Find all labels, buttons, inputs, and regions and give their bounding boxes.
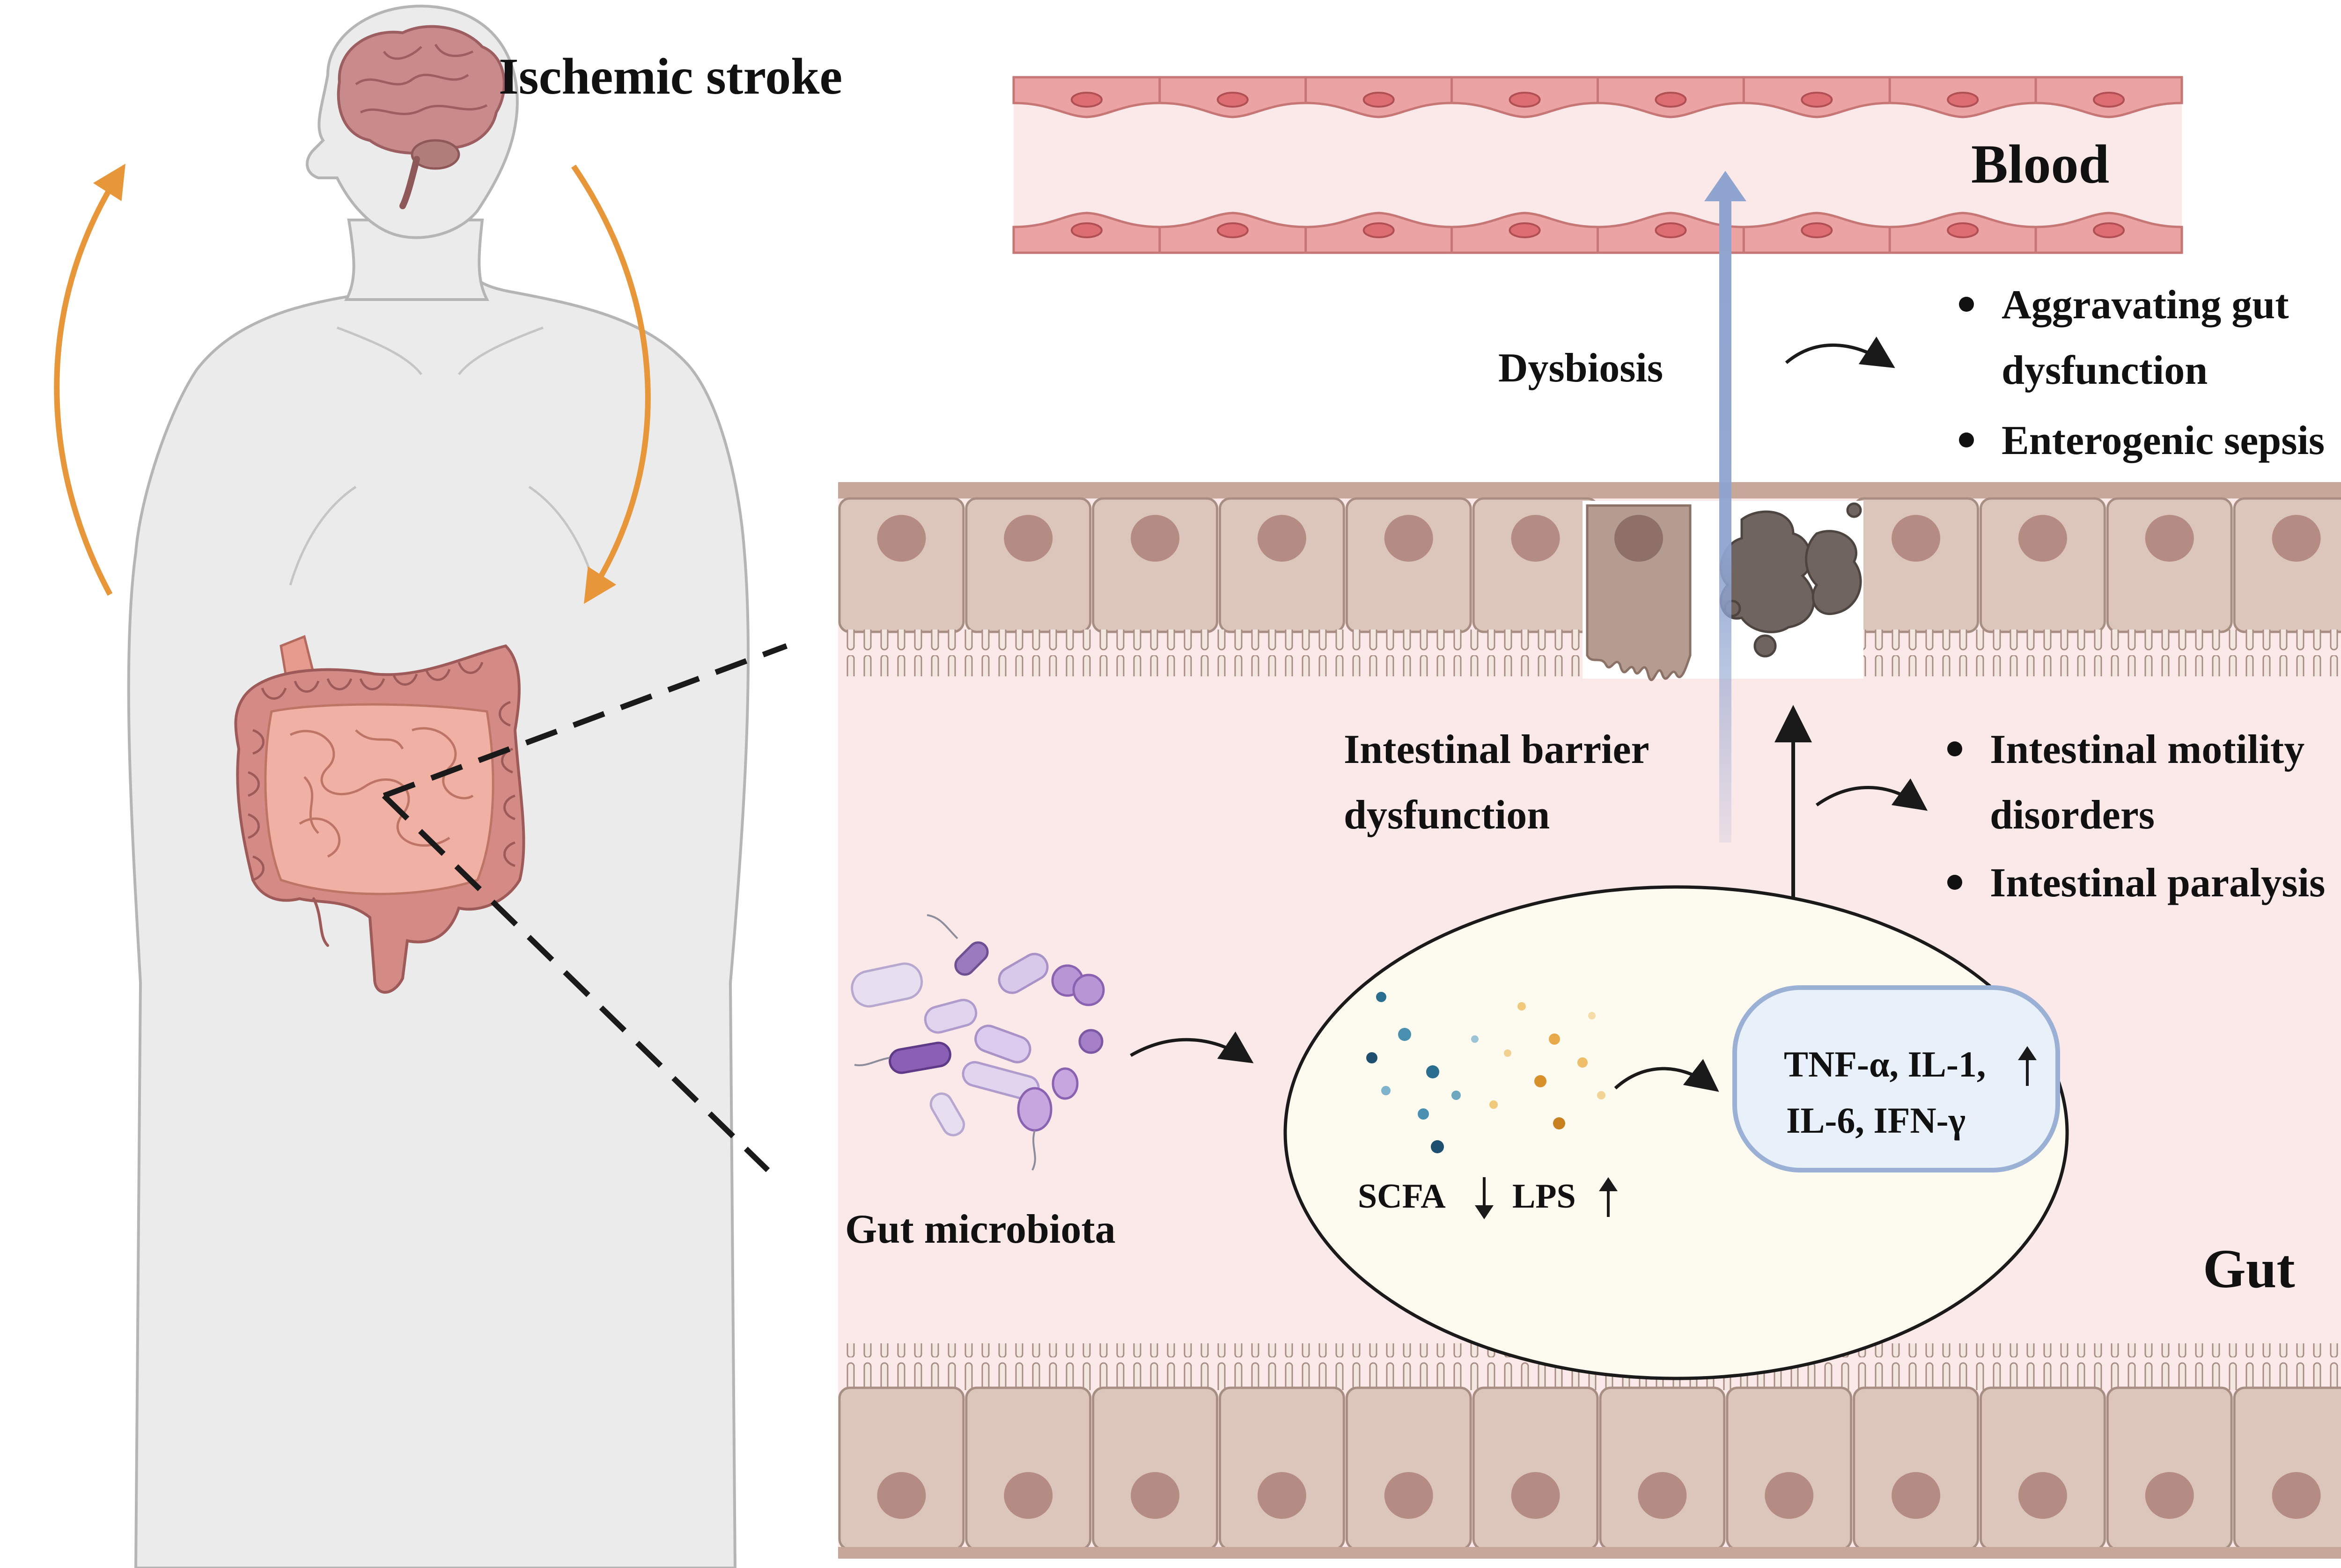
endothelial-nucleus xyxy=(2093,92,2125,108)
epithelial-cell-icon xyxy=(965,1386,1092,1551)
endothelial-nucleus xyxy=(1070,222,1103,238)
epithelial-nucleus xyxy=(1257,515,1306,562)
epithelial-nucleus xyxy=(1257,1472,1306,1519)
bidirectional-cycle-arrows xyxy=(54,163,651,604)
epithelial-cell-icon xyxy=(1472,1386,1599,1551)
metabolite-cytokine-arrow xyxy=(1614,1059,1719,1092)
outcome-aggravating-line2: dysfunction xyxy=(2002,348,2208,393)
dysbiosis-arrow xyxy=(1785,337,1895,368)
zoom-lines xyxy=(382,643,788,1172)
epithelial-nucleus xyxy=(1384,515,1433,562)
epithelial-cell-icon xyxy=(2233,1386,2341,1551)
endothelial-nucleus xyxy=(1801,92,1833,108)
barrier-label-line1: Intestinal barrier xyxy=(1344,727,1649,772)
epithelial-nucleus xyxy=(877,515,926,562)
epithelial-nucleus xyxy=(1004,515,1053,562)
endothelial-nucleus xyxy=(1655,92,1687,108)
epithelial-nucleus xyxy=(1638,1472,1687,1519)
epithelial-nucleus xyxy=(1131,515,1180,562)
epithelial-cell-icon xyxy=(1853,1386,1980,1551)
damaged-epithelial-cell xyxy=(1586,504,1692,681)
epithelial-nucleus xyxy=(1131,1472,1180,1519)
bacteria-icon xyxy=(851,914,1105,1171)
endothelial-nucleus xyxy=(1947,222,1979,238)
blood-label: Blood xyxy=(1971,133,2109,195)
gut-microbiota-label: Gut microbiota xyxy=(845,1207,1116,1252)
endothelial-nucleus xyxy=(2093,222,2125,238)
microbiota-arrow xyxy=(1130,1031,1254,1063)
epithelial-cell-icon xyxy=(1092,1386,1219,1551)
scfa-decrease-arrow xyxy=(1475,1177,1494,1219)
brain-icon xyxy=(337,25,506,209)
epithelial-nucleus xyxy=(1511,1472,1560,1519)
epithelial-nucleus xyxy=(1892,515,1941,562)
endothelial-nucleus xyxy=(1070,92,1103,108)
epithelial-nucleus xyxy=(2145,515,2194,562)
epithelial-nucleus xyxy=(1004,1472,1053,1519)
endothelial-nucleus xyxy=(1216,92,1249,108)
endothelial-nucleus xyxy=(1947,92,1979,108)
metabolite-dots xyxy=(1366,992,1605,1153)
epithelial-nucleus xyxy=(1892,1472,1941,1519)
cytokines-line2: IL-6, IFN-γ xyxy=(1786,1100,1966,1141)
stroke-title: Ischemic stroke xyxy=(499,48,842,105)
dysbiosis-outcomes: Aggravating gut dysfunction Enterogenic … xyxy=(1959,282,2325,463)
lps-increase-arrow xyxy=(1599,1177,1618,1217)
epithelial-nucleus xyxy=(2018,1472,2067,1519)
endothelial-nucleus xyxy=(1509,92,1541,108)
epithelial-nucleus xyxy=(2018,515,2067,562)
epithelial-nucleus xyxy=(2145,1472,2194,1519)
epithelial-cell-icon xyxy=(1345,1386,1472,1551)
motility-arrow xyxy=(1815,778,1928,811)
epithelial-cell-icon xyxy=(1219,1386,1345,1551)
epithelial-cell-icon xyxy=(1726,1386,1853,1551)
translocation-arrow xyxy=(1704,171,1746,843)
epithelial-nucleus xyxy=(1765,1472,1814,1519)
endothelial-nucleus xyxy=(1362,92,1395,108)
endothelial-nucleus xyxy=(1216,222,1249,238)
epithelial-nucleus xyxy=(2272,1472,2321,1519)
gut-label: Gut xyxy=(2203,1238,2295,1299)
outcome-motility-line2: disorders xyxy=(1990,792,2155,838)
cytokine-box xyxy=(1732,985,2060,1172)
epithelial-nucleus xyxy=(1511,515,1560,562)
epithelial-nucleus xyxy=(1384,1472,1433,1519)
necrotic-cell-debris xyxy=(1720,502,1862,658)
blood-vessel-icon xyxy=(1012,76,2183,254)
endothelial-nucleus xyxy=(1362,222,1395,238)
cytokines-line1: TNF-α, IL-1, xyxy=(1784,1044,1986,1084)
outcome-aggravating-line1: Aggravating gut xyxy=(2002,282,2289,328)
cytokine-outcomes: Intestinal motility disorders Intestinal… xyxy=(1947,727,2325,906)
endothelial-nucleus xyxy=(1801,222,1833,238)
cytokine-increase-arrow xyxy=(2018,1046,2037,1086)
epithelial-cell-icon xyxy=(1599,1386,1726,1551)
epithelial-cell-icon xyxy=(2106,1386,2233,1551)
epithelial-nucleus xyxy=(2272,515,2321,562)
dysbiosis-label: Dysbiosis xyxy=(1498,345,1663,391)
endothelial-nucleus xyxy=(1509,222,1541,238)
epithelial-nucleus xyxy=(877,1472,926,1519)
epithelial-cell-icon xyxy=(1980,1386,2106,1551)
outcome-motility-line1: Intestinal motility xyxy=(1990,727,2304,772)
lps-label: LPS xyxy=(1512,1177,1576,1216)
scfa-label: SCFA xyxy=(1358,1177,1446,1216)
outcome-paralysis: Intestinal paralysis xyxy=(1990,860,2325,906)
epithelial-cell-icon xyxy=(838,1386,965,1551)
outcome-sepsis: Enterogenic sepsis xyxy=(2002,418,2325,463)
endothelial-nucleus xyxy=(1655,222,1687,238)
barrier-label-line2: dysfunction xyxy=(1344,792,1550,838)
